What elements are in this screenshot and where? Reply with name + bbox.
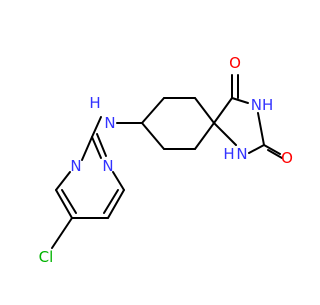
bond-c2-n3 xyxy=(91,136,102,159)
bond-c6-c5 xyxy=(55,189,73,219)
atom-n-linker: N xyxy=(104,114,115,132)
bond-n-linker-c2 xyxy=(91,116,102,138)
atom-n-pyrimidine-right: N xyxy=(102,157,113,175)
atom-cl: Cl xyxy=(39,248,54,266)
atom-h-ring-bottom: H xyxy=(223,145,234,163)
bond-c2-n1 xyxy=(81,136,93,161)
bond-c6-c5-double xyxy=(61,189,77,214)
bond-c4h-n3h xyxy=(231,97,249,104)
atom-n-pyrimidine-left: N xyxy=(70,157,81,175)
bond-n1-c6 xyxy=(55,171,71,191)
atom-n-ring-bottom: N xyxy=(236,145,247,163)
bond-spiro-c4h xyxy=(213,97,233,124)
bond-n3-c4 xyxy=(112,171,125,191)
bond-c2-n3-double xyxy=(96,133,107,157)
structure-canvas: N H N N Cl O NH O N H xyxy=(39,54,293,266)
molecule-diagram: N H N N Cl O NH O N H xyxy=(39,54,293,266)
atom-o-top: O xyxy=(229,54,241,72)
bond-c5-cl xyxy=(51,217,73,249)
bond-n3h-c2h xyxy=(257,112,265,146)
bond-c4-c5b-double xyxy=(103,189,119,214)
bond-c2h-o-double xyxy=(267,149,283,159)
bond-spiro-c5 xyxy=(194,122,215,150)
bond-c4-c5b xyxy=(107,189,125,219)
atom-labels: N H N N Cl O NH O N H xyxy=(39,54,293,266)
bond-n1h-spiro xyxy=(213,122,237,146)
bond-c1-c2 xyxy=(141,97,165,124)
bond-c2h-n1h xyxy=(248,144,265,154)
bond-c2h-o xyxy=(263,144,281,155)
bond-c6-c1 xyxy=(141,122,165,150)
atom-o-right: O xyxy=(281,149,293,167)
atom-h-linker: H xyxy=(89,94,100,112)
atom-nh-ring-top: NH xyxy=(251,96,274,114)
bond-c3-spiro xyxy=(194,97,215,124)
bonds xyxy=(51,74,283,249)
